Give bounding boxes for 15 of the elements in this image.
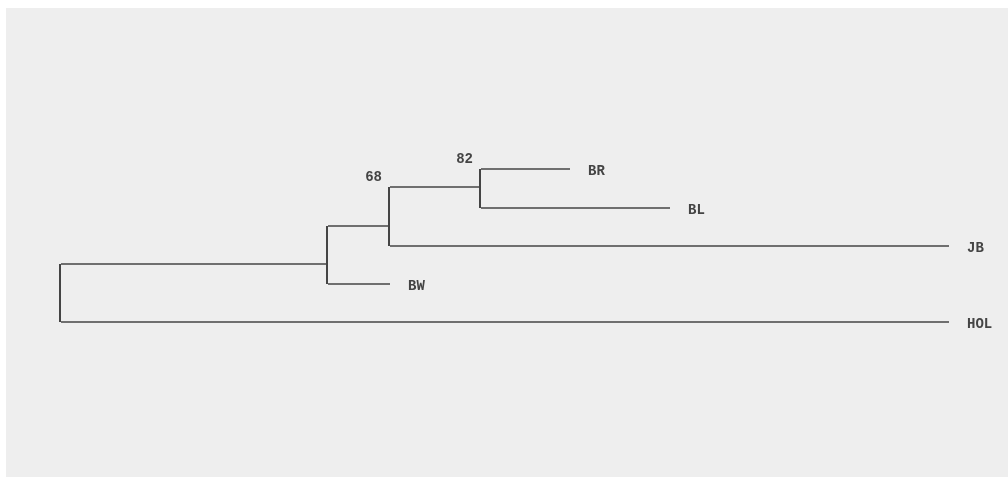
taxon-label: HOL <box>967 316 993 332</box>
branch-line <box>389 186 480 188</box>
taxon-label: BL <box>688 202 705 218</box>
branch-line <box>327 283 391 285</box>
branch-line <box>60 321 950 323</box>
branch-line <box>327 225 389 227</box>
taxon-label: BR <box>588 163 605 179</box>
branch-line <box>389 245 950 247</box>
taxon-label: BW <box>408 278 425 294</box>
branch-line <box>60 263 327 265</box>
taxon-label: JB <box>967 240 984 256</box>
bootstrap-value: 82 <box>456 151 473 167</box>
bootstrap-value: 68 <box>365 169 382 185</box>
branch-line <box>480 207 671 209</box>
branch-line <box>480 168 571 170</box>
